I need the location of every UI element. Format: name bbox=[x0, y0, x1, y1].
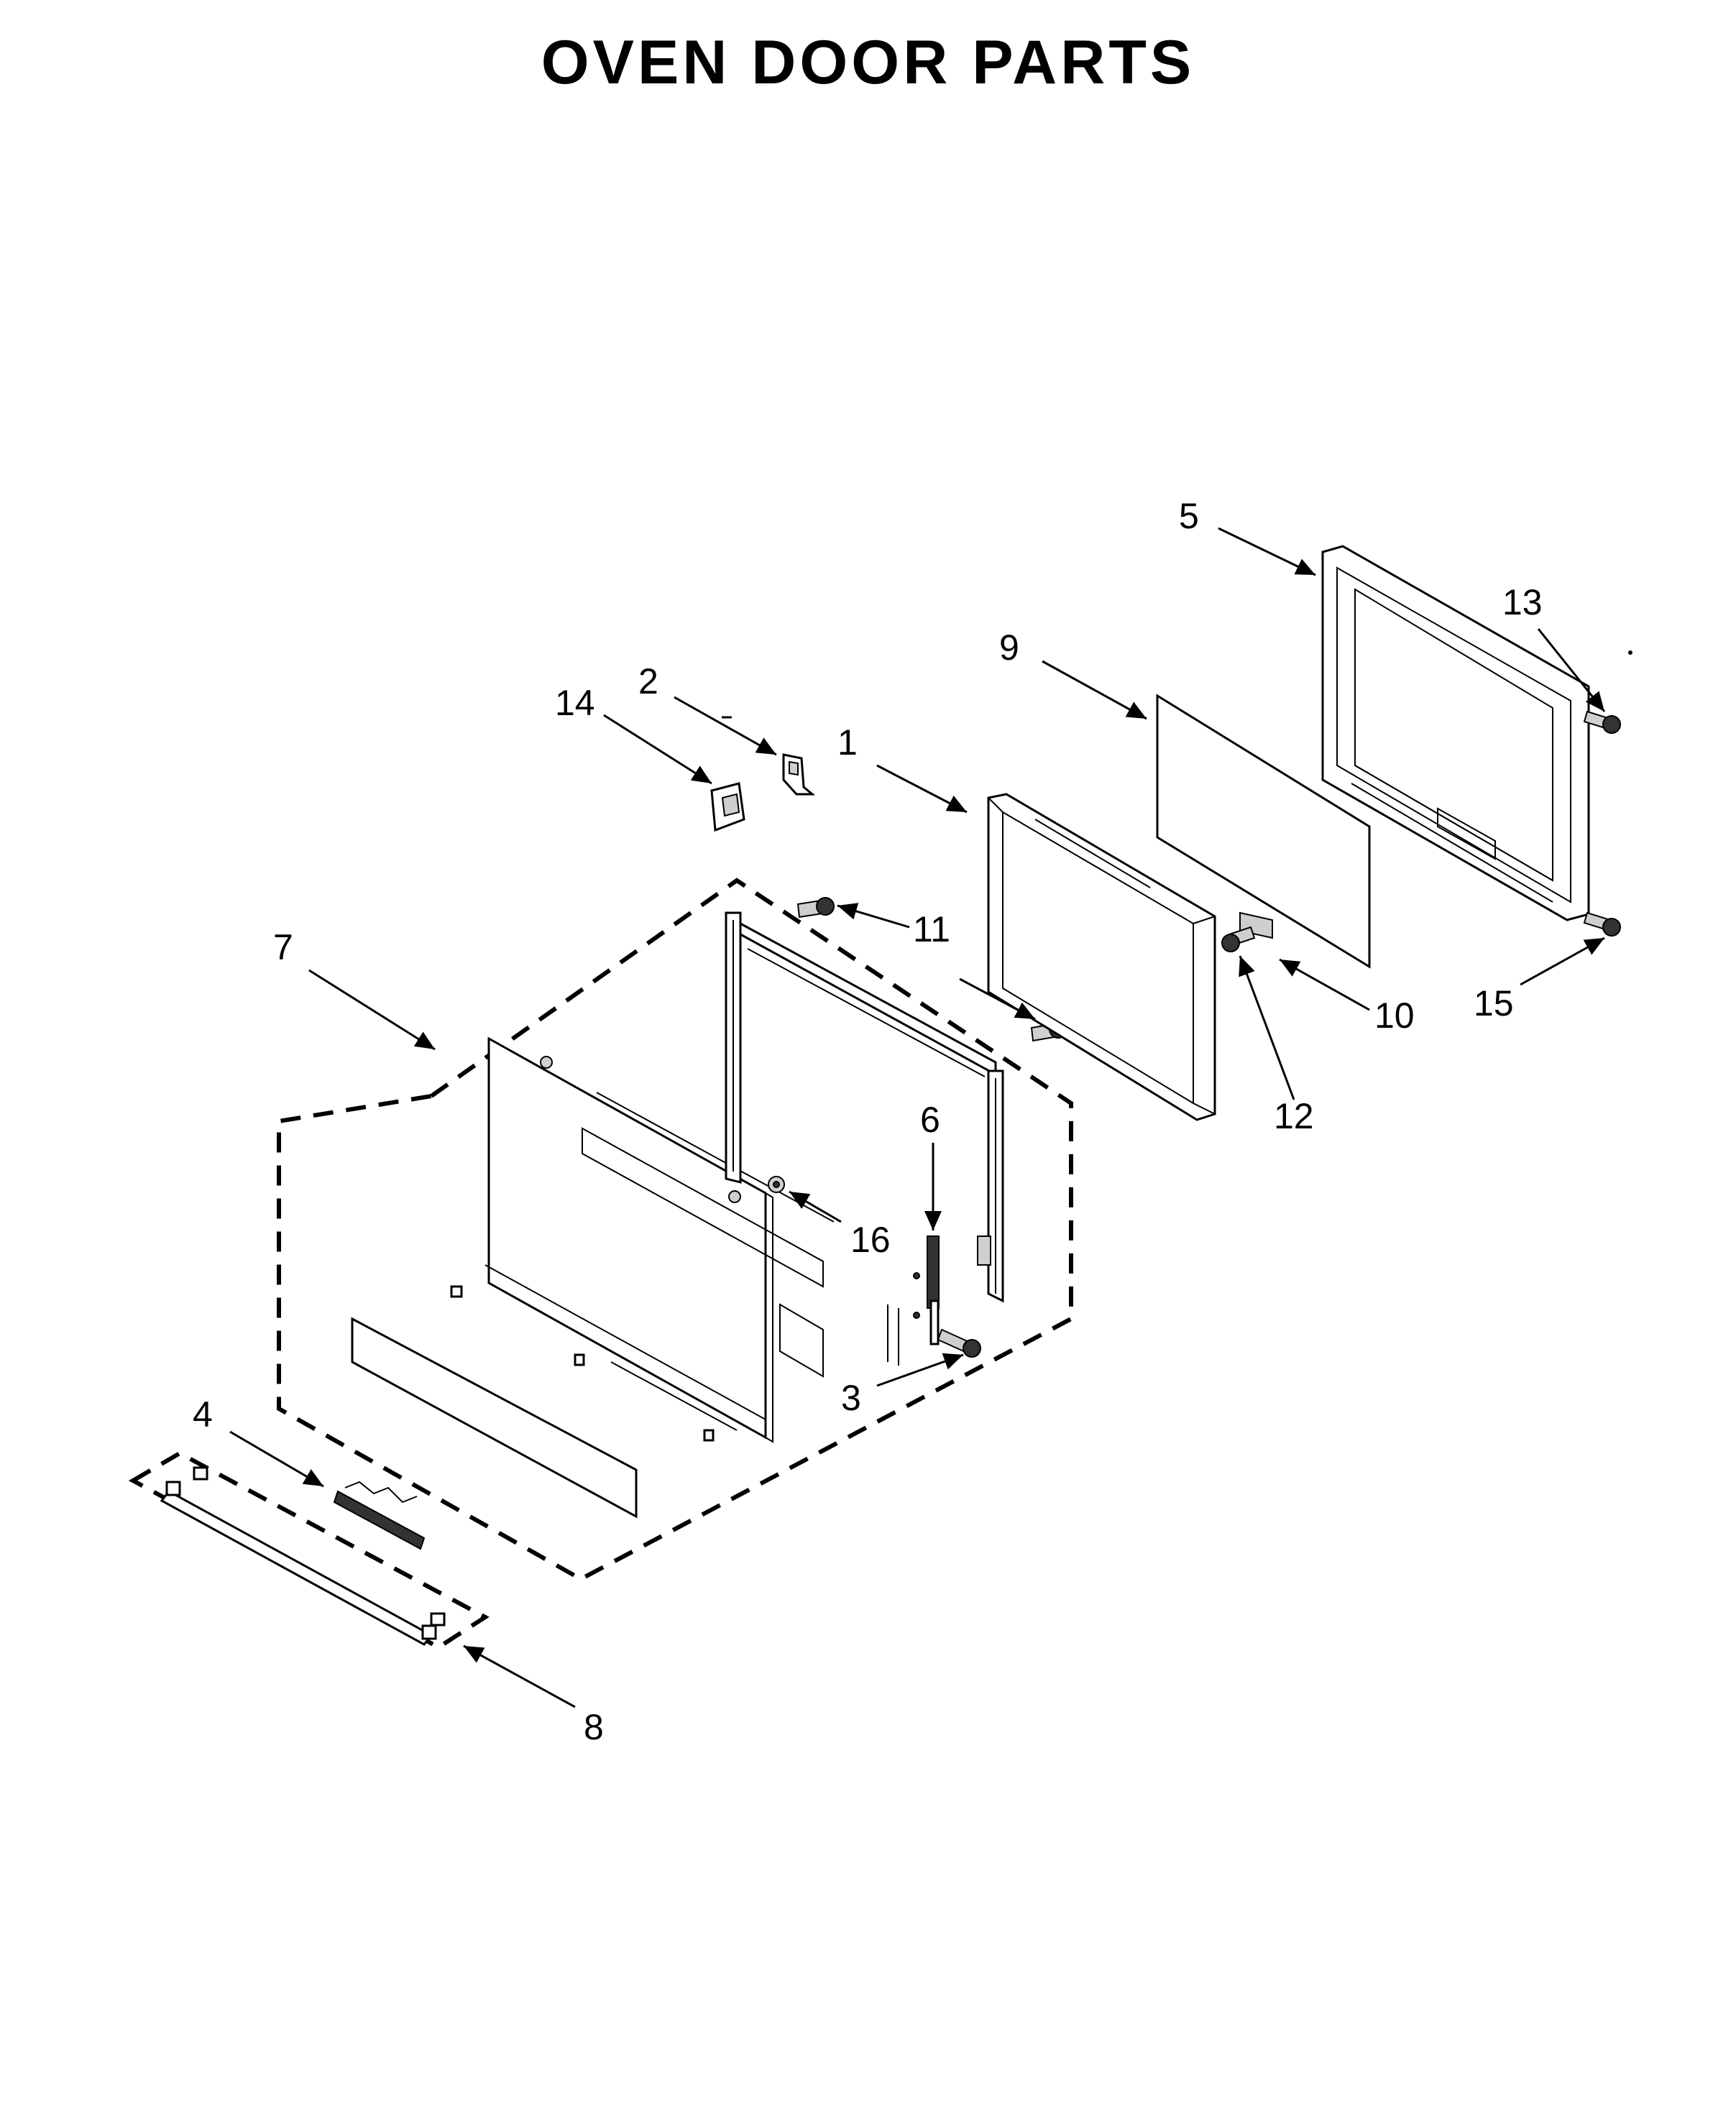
stray-mark bbox=[1628, 650, 1632, 655]
door-inner-frame bbox=[725, 911, 1004, 1303]
leader-16 bbox=[789, 1190, 842, 1223]
leader-1 bbox=[876, 764, 968, 814]
screw-3 bbox=[937, 1328, 981, 1358]
leader-lines bbox=[229, 527, 1606, 1708]
leader-15 bbox=[1520, 937, 1605, 986]
leader-4 bbox=[229, 1430, 324, 1488]
door-clip-2 bbox=[782, 753, 816, 796]
callout-9: 9 bbox=[999, 627, 1019, 668]
leader-7 bbox=[308, 969, 436, 1051]
leader-14 bbox=[603, 714, 712, 785]
window-glass-9 bbox=[1156, 694, 1371, 969]
callout-13: 13 bbox=[1502, 582, 1543, 622]
callout-5: 5 bbox=[1179, 496, 1199, 536]
page-title: OVEN DOOR PARTS bbox=[541, 28, 1195, 97]
leader-3 bbox=[876, 1353, 964, 1387]
leader-13 bbox=[1537, 628, 1606, 712]
door-assembly-outline bbox=[277, 878, 1073, 1582]
lower-trim-panel bbox=[351, 1317, 738, 1519]
leader-11b bbox=[959, 977, 1036, 1021]
callout-1: 1 bbox=[837, 722, 858, 763]
callout-16: 16 bbox=[850, 1220, 891, 1260]
callout-4: 4 bbox=[193, 1394, 213, 1435]
callout-10: 10 bbox=[1374, 995, 1415, 1036]
leader-8 bbox=[463, 1644, 576, 1708]
callout-14: 14 bbox=[555, 683, 595, 723]
screw-12 bbox=[1221, 926, 1256, 952]
callout-6: 6 bbox=[920, 1100, 940, 1140]
door-hinge-6 bbox=[887, 1235, 940, 1366]
leader-5 bbox=[1218, 527, 1316, 576]
leader-10 bbox=[1279, 958, 1370, 1011]
callout-12: 12 bbox=[1274, 1096, 1314, 1136]
callout-15: 15 bbox=[1474, 983, 1514, 1023]
callout-2: 2 bbox=[638, 661, 658, 701]
screw-15 bbox=[1583, 911, 1621, 937]
leader-12 bbox=[1239, 955, 1295, 1100]
bracket-14 bbox=[710, 782, 745, 832]
leader-11a bbox=[837, 903, 910, 929]
screw-11-upper bbox=[796, 897, 835, 919]
callout-11: 11 bbox=[913, 909, 950, 949]
inner-door-panel bbox=[987, 793, 1216, 1121]
callout-8: 8 bbox=[584, 1707, 604, 1747]
logo-badge-4 bbox=[333, 1481, 426, 1550]
grommet-16 bbox=[768, 1176, 785, 1193]
leader-2 bbox=[674, 696, 777, 756]
callout-3: 3 bbox=[841, 1378, 861, 1418]
door-handle-8 bbox=[160, 1466, 446, 1646]
outer-door-glass bbox=[450, 1036, 773, 1443]
leader-9 bbox=[1042, 660, 1147, 720]
screw-13 bbox=[1583, 710, 1621, 734]
callout-7: 7 bbox=[273, 927, 293, 967]
